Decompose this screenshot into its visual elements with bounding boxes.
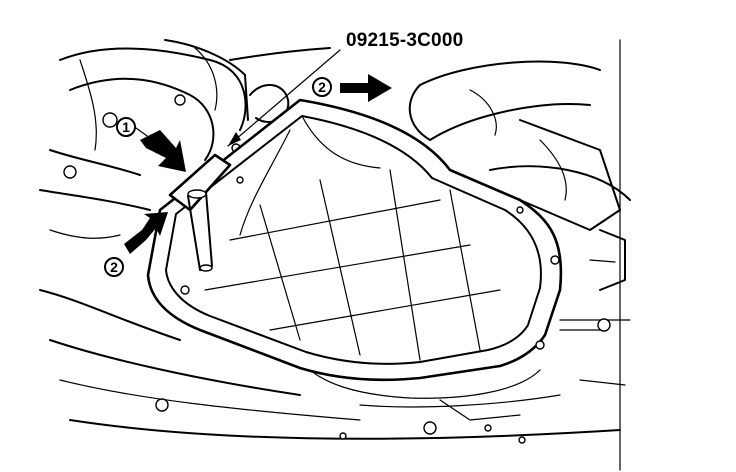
oil-pan [146,98,563,382]
arrow-down-right-icon [140,130,186,172]
oil-pan-cutter-tool [168,153,232,272]
callout-2-top-label: 2 [312,77,332,97]
part-number-label: 09215-3C000 [346,30,464,51]
arrow-right-icon [340,74,392,102]
callout-2-bottom-label: 2 [104,257,124,277]
part-number-leader-line [227,49,341,147]
engine-background-linework [39,39,631,471]
arrow-up-right-icon [124,212,168,254]
callout-1-label: 1 [116,117,136,137]
part-number-leader-arrowhead [228,132,241,146]
callout-leader-1 [135,127,151,139]
